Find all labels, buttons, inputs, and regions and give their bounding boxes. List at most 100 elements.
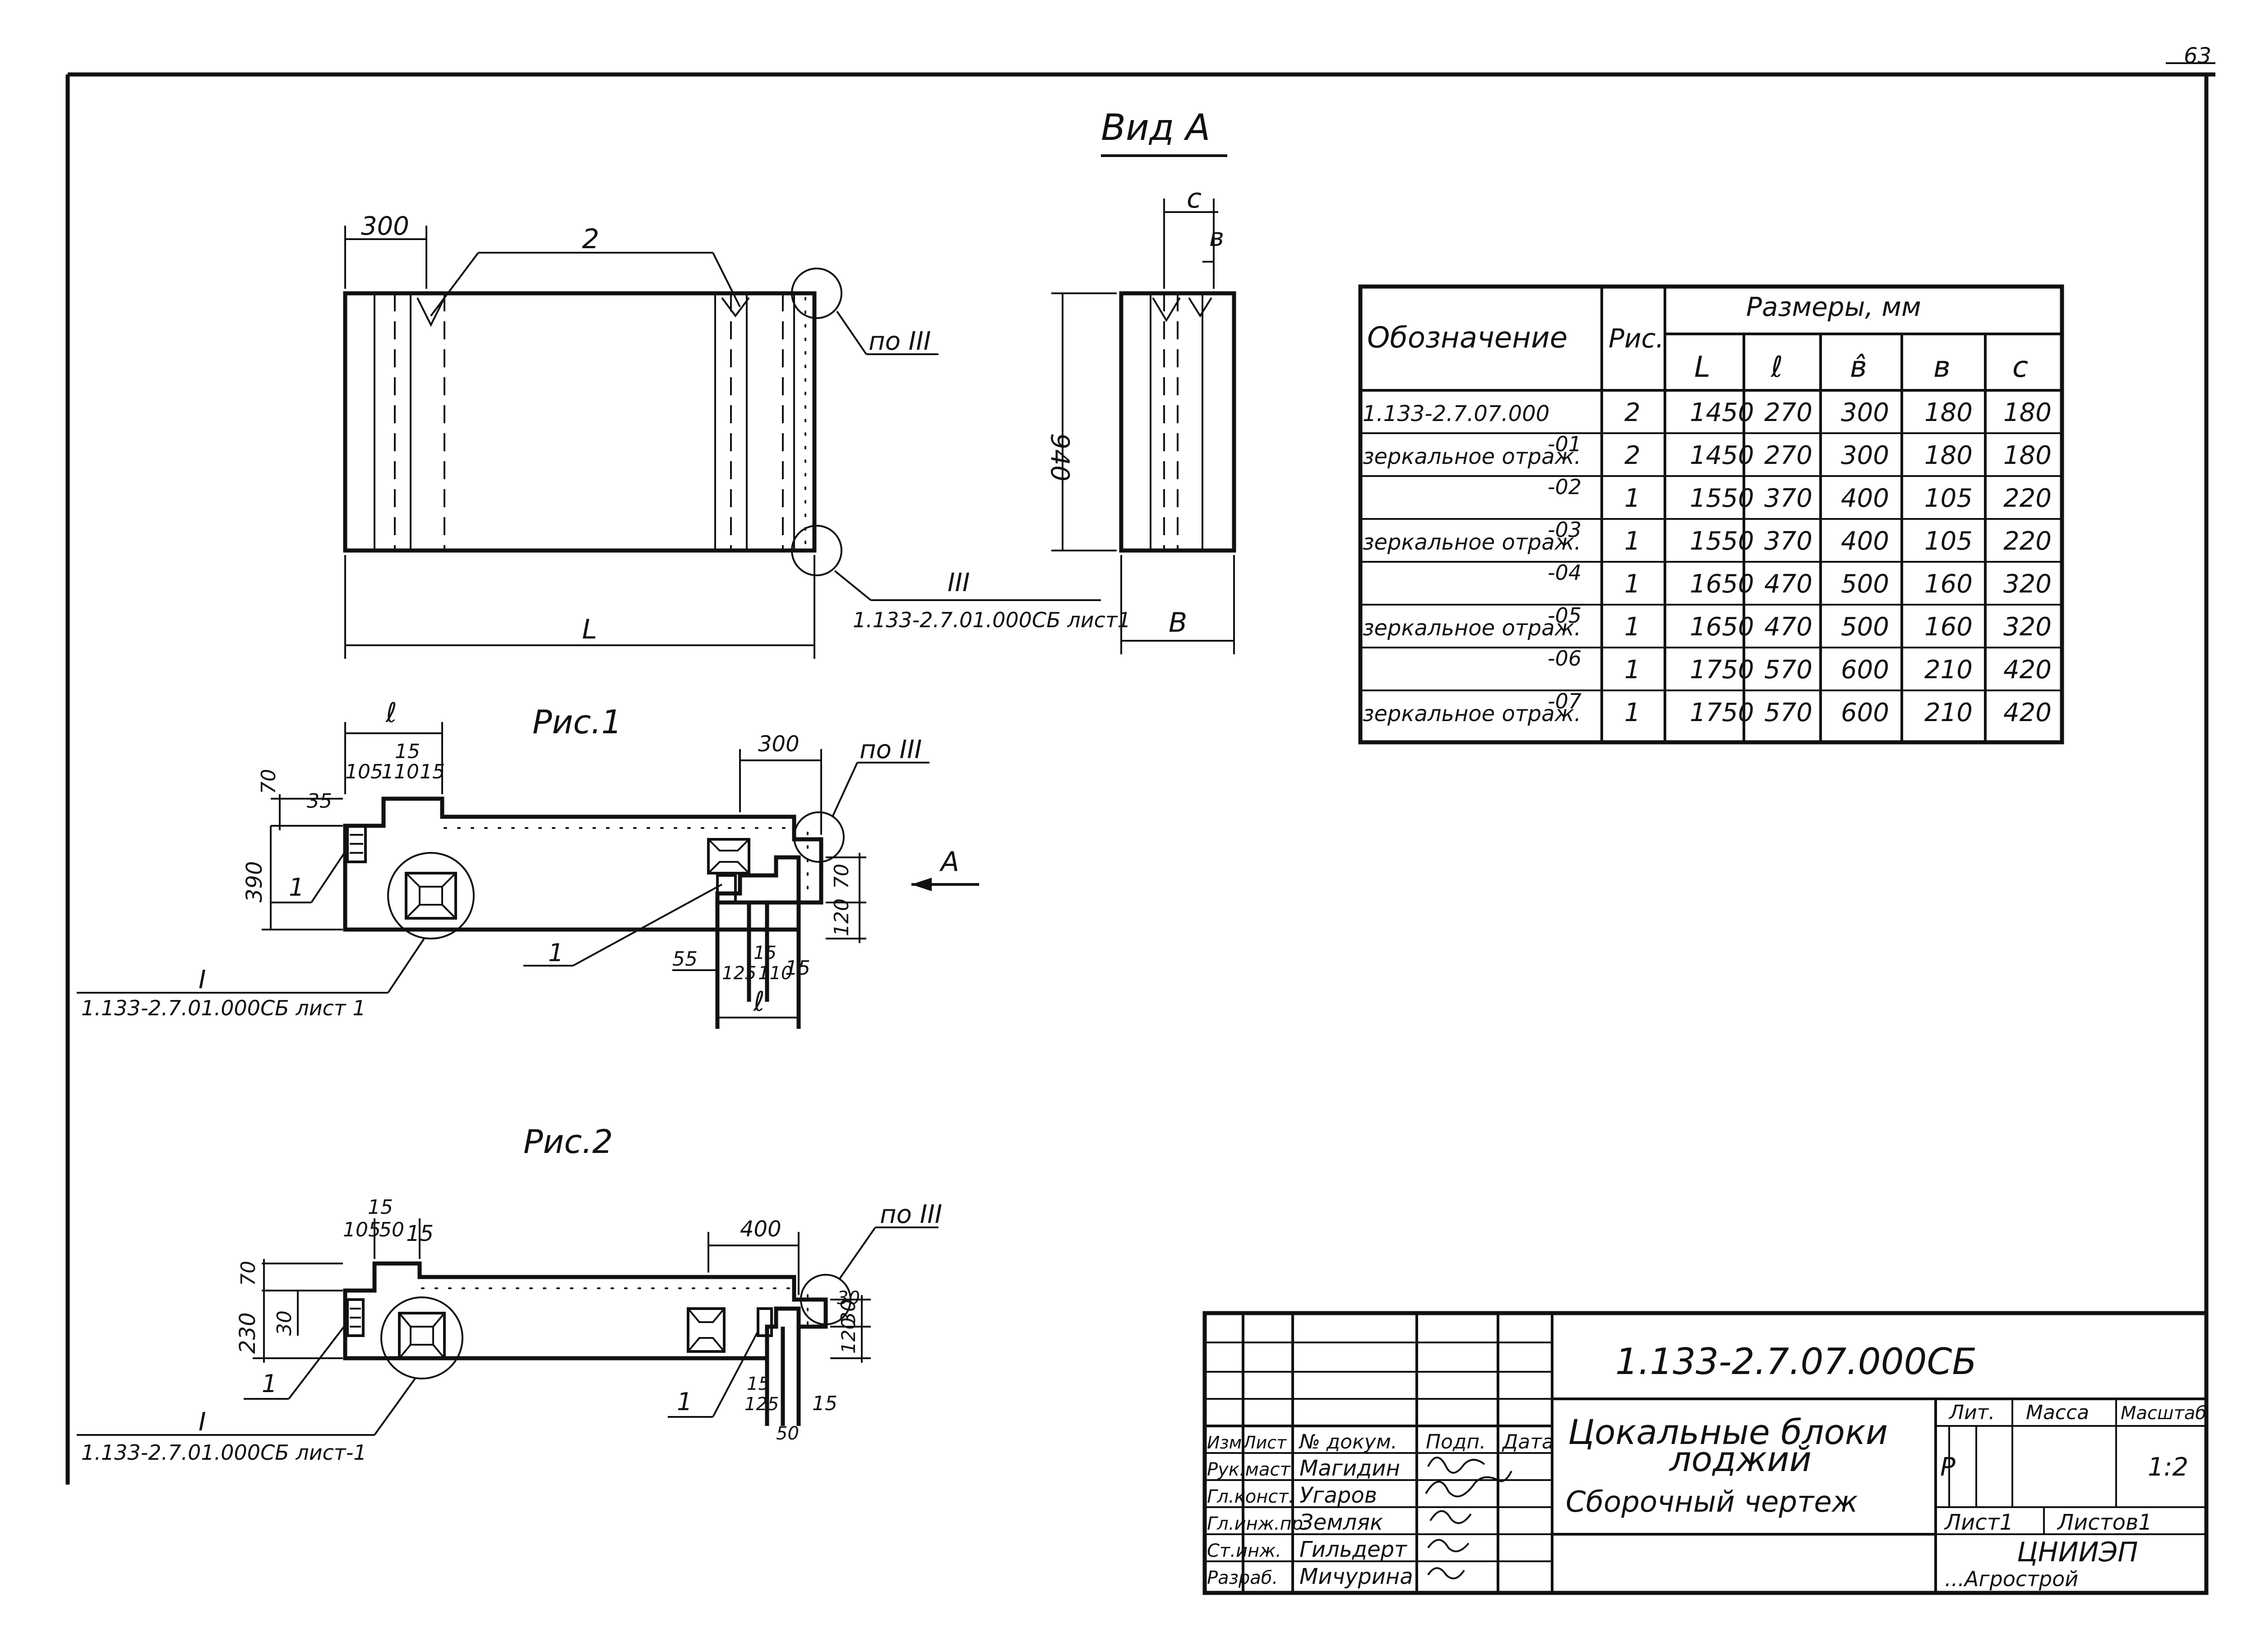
table-suffix: -02: [1548, 475, 1581, 499]
table-cell: 420: [2003, 698, 2052, 727]
fig2-title: Рис.2: [523, 1123, 613, 1161]
tb-role-4: Разраб.: [1207, 1568, 1278, 1588]
view-a-title: Вид А: [1101, 106, 1210, 148]
fig2-label-1a: 1: [262, 1370, 277, 1398]
fig1-dim-15c: 15: [754, 943, 777, 963]
table-fig: 1: [1624, 698, 1641, 727]
table-designation: зеркальное отраж.: [1363, 444, 1581, 469]
table-cell: 1650: [1690, 569, 1754, 599]
fig1-section-i: I: [199, 965, 206, 995]
table-cell: 300: [1841, 398, 1889, 427]
fig2-ref-sheet: 1.133-2.7.01.000СБ лист-1: [81, 1440, 367, 1465]
fig2-dim-125: 125: [744, 1394, 779, 1415]
tb-name-4: Мичурина: [1299, 1564, 1413, 1589]
table-cell: 1750: [1690, 698, 1754, 727]
table-cell: 270: [1764, 398, 1812, 427]
table-cell: 500: [1841, 612, 1889, 642]
table-designation: зеркальное отраж.: [1363, 615, 1581, 641]
tb-org-line1: ЦНИИЭП: [2017, 1536, 2138, 1568]
table-col-L: L: [1694, 351, 1710, 384]
fig1-dim-105: 105: [345, 760, 383, 783]
fig2-dim-120: 120: [837, 1318, 860, 1354]
table-cell: 180: [1924, 441, 1973, 470]
table-head-designation: Обозначение: [1367, 321, 1567, 355]
table-fig: 1: [1624, 527, 1641, 556]
fig1-dim-125: 125: [722, 963, 756, 984]
main-callout-po-iii: по III: [869, 327, 931, 356]
table-cell: 1650: [1690, 612, 1754, 642]
fig1-dim-70: 70: [257, 769, 280, 794]
table-designation: зеркальное отраж.: [1363, 530, 1581, 555]
side-dim-B: В: [1169, 607, 1187, 639]
tb-sheet-label: Лист1: [1944, 1510, 2013, 1535]
main-callout-iii: III: [948, 568, 970, 597]
sheet-corner-number: 63: [2184, 43, 2211, 69]
table-cell: 180: [1924, 398, 1973, 427]
fig1-dim-l-bot: ℓ: [753, 986, 765, 1018]
table-cell: 1450: [1690, 441, 1754, 470]
fig1-dim-110: 110: [381, 760, 419, 783]
side-view: [1051, 199, 1236, 654]
fig1-section: [77, 722, 979, 1029]
tb-name-line2: лоджий: [1669, 1439, 1812, 1479]
fig1-arrow-a: А: [939, 846, 959, 878]
table-col-l: ℓ: [1771, 351, 1783, 384]
fig1-dim-15: 15: [395, 740, 420, 763]
tb-mass-head: Масса: [2026, 1401, 2089, 1424]
table-designation: зеркальное отраж.: [1363, 701, 1581, 727]
table-cell: 220: [2003, 484, 2052, 513]
fig2-dim-30r: 30: [837, 1299, 860, 1324]
table-cell: 400: [1841, 484, 1889, 513]
table-suffix: -07: [1548, 689, 1581, 713]
table-suffix: -01: [1548, 432, 1581, 456]
fig1-dim-300: 300: [758, 731, 800, 757]
fig2-dim-50: 50: [379, 1218, 404, 1241]
fig2-dim-15d: 15: [812, 1392, 837, 1415]
fig1-dim-35: 35: [307, 790, 332, 813]
table-fig: 1: [1624, 655, 1641, 685]
fig2-callout-po-iii: по III: [880, 1200, 942, 1229]
fig1-dim-120: 120: [830, 898, 853, 936]
table-cell: 105: [1924, 527, 1973, 556]
tb-head-doc: № докум.: [1298, 1430, 1397, 1453]
table-cell: 370: [1764, 527, 1812, 556]
fig1-label-1a: 1: [289, 873, 304, 902]
table-cell: 1450: [1690, 398, 1754, 427]
fig2-section-i: I: [199, 1407, 206, 1437]
table-cell: 500: [1841, 569, 1889, 599]
main-view: [343, 226, 1101, 659]
tb-name-1: Угаров: [1299, 1483, 1377, 1508]
table-cell: 420: [2003, 655, 2052, 685]
tb-head-list: Лист: [1242, 1433, 1287, 1453]
side-dim-940: 940: [1045, 433, 1074, 481]
tb-lit-value: Р: [1940, 1453, 1956, 1482]
table-head-fig: Рис.: [1609, 323, 1664, 354]
fig2-dim-15c: 15: [747, 1374, 770, 1394]
table-cell: 370: [1764, 484, 1812, 513]
table-cell: 400: [1841, 527, 1889, 556]
fig2-section: [77, 1218, 938, 1436]
fig1-ref-sheet: 1.133-2.7.01.000СБ лист 1: [81, 996, 366, 1020]
table-col-b: в: [1933, 351, 1951, 384]
table-fig: 1: [1624, 612, 1641, 642]
table-col-c: с: [2012, 351, 2028, 384]
table-cell: 1550: [1690, 484, 1754, 513]
table-cell: 1550: [1690, 527, 1754, 556]
fig1-dim-390: 390: [242, 861, 267, 902]
fig1-dim-15d: 15: [785, 957, 810, 980]
table-cell: 220: [2003, 527, 2052, 556]
table-cell: 180: [2003, 398, 2052, 427]
size-table: [1358, 284, 2064, 745]
tb-role-0: Рук.маст.: [1207, 1459, 1296, 1480]
tb-role-3: Ст.инж.: [1207, 1541, 1281, 1561]
tb-head-date: Дата: [1502, 1430, 1554, 1453]
fig2-dim-15b: 15: [406, 1221, 434, 1246]
table-cell: 210: [1924, 655, 1973, 685]
table-cell: 160: [1924, 569, 1973, 599]
tb-head-izm: Изм: [1207, 1433, 1242, 1453]
table-cell: 105: [1924, 484, 1973, 513]
table-col-b-hat: в̂: [1850, 351, 1867, 384]
fig1-dim-55: 55: [672, 948, 698, 971]
table-suffix: -06: [1548, 646, 1581, 671]
tb-lit-head: Лит.: [1948, 1401, 1995, 1424]
